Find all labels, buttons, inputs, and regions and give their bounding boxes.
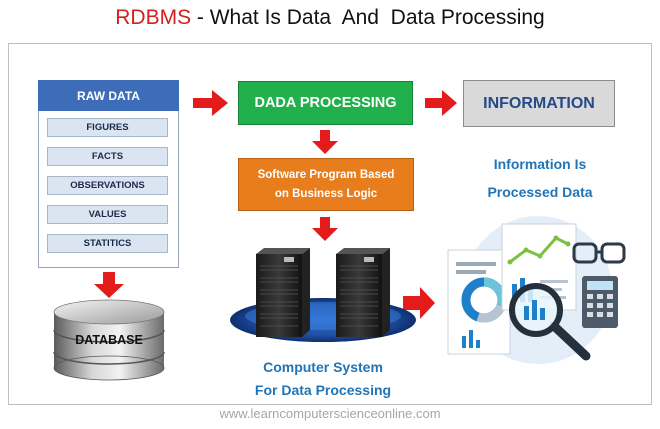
arrows bbox=[94, 90, 457, 319]
computer-caption-line-2: For Data Processing bbox=[254, 382, 392, 398]
information-caption-line-1: Information Is bbox=[493, 156, 587, 172]
computer-caption: Computer System For Data Processing bbox=[218, 356, 428, 402]
arrow-raw-to-processing bbox=[193, 90, 228, 116]
title-rest: - What Is Data And Data Processing bbox=[191, 6, 545, 29]
data-processing-box: DADA PROCESSING bbox=[238, 81, 413, 125]
analytics-illustration-icon bbox=[447, 216, 626, 364]
magnifier-icon bbox=[509, 283, 591, 361]
arrow-raw-to-database bbox=[94, 272, 124, 298]
information-box: INFORMATION bbox=[463, 80, 615, 127]
arrow-software-to-computer bbox=[312, 217, 338, 241]
server-left-icon bbox=[256, 248, 310, 337]
information-caption: Information Is Processed Data bbox=[456, 150, 624, 206]
footer-url: www.learncomputerscienceonline.com bbox=[219, 406, 441, 421]
raw-item-values: VALUES bbox=[47, 205, 168, 224]
title-accent: RDBMS bbox=[115, 6, 192, 29]
arrow-computer-to-info bbox=[403, 287, 435, 319]
arrow-processing-to-software bbox=[312, 130, 338, 154]
software-line-1: Software Program Based bbox=[257, 168, 395, 181]
raw-item-facts: FACTS bbox=[47, 147, 168, 166]
raw-item-observations: OBSERVATIONS bbox=[47, 176, 168, 195]
software-line-2: on Business Logic bbox=[274, 187, 378, 200]
information-caption-line-2: Processed Data bbox=[487, 184, 593, 200]
calculator-icon bbox=[582, 276, 618, 328]
glasses-icon bbox=[572, 242, 626, 264]
database-label: DATABASE bbox=[75, 333, 143, 347]
raw-item-figures: FIGURES bbox=[47, 118, 168, 137]
page-title: RDBMS - What Is Data And Data Processing bbox=[0, 6, 660, 30]
raw-item-statitics: STATITICS bbox=[47, 234, 168, 253]
raw-data-header: RAW DATA bbox=[38, 80, 179, 111]
computer-caption-line-1: Computer System bbox=[263, 359, 383, 375]
software-program-box: Software Program Based on Business Logic bbox=[238, 158, 414, 211]
arrow-processing-to-information bbox=[425, 90, 457, 116]
server-right-icon bbox=[336, 248, 390, 337]
database-icon bbox=[53, 299, 165, 381]
